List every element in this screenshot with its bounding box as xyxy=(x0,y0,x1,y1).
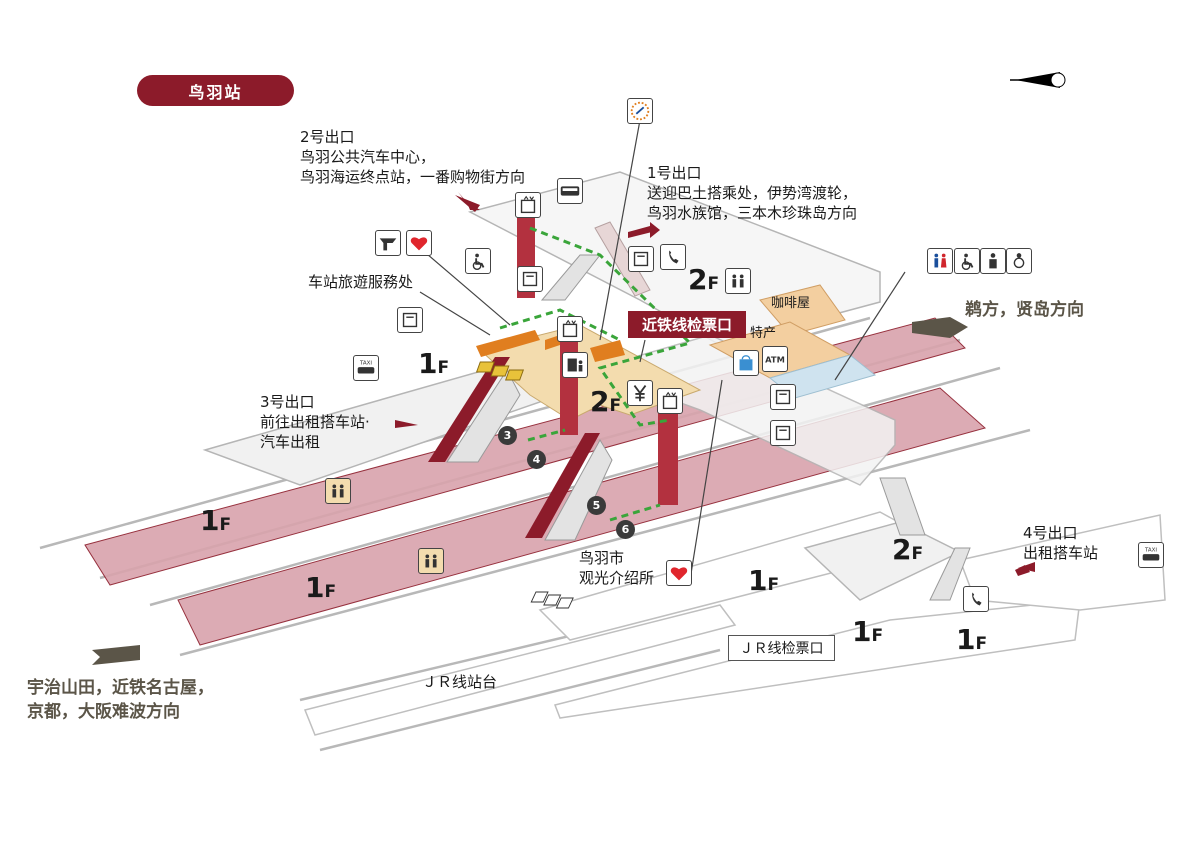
floor-2f-north: 2F xyxy=(688,263,720,296)
elevator-route xyxy=(499,226,693,522)
arrow-west xyxy=(92,645,140,665)
jr-platform xyxy=(303,604,737,736)
atm-icon: ATM xyxy=(762,346,788,372)
floor-1f-platform-upper: 1F xyxy=(200,504,232,537)
restroom-icon-platform-upper xyxy=(325,478,351,504)
exit-arrows xyxy=(395,192,1035,576)
wheelchair-icon-east xyxy=(954,248,980,274)
locker-icon-center xyxy=(517,266,543,292)
stairs-east xyxy=(879,477,971,601)
ticket-office-icon xyxy=(375,230,401,256)
floor-1f-jr: 1F xyxy=(748,564,780,597)
locker-icon-west xyxy=(397,307,423,333)
elevator-icon-center xyxy=(557,316,583,342)
stairs-exit1 xyxy=(594,221,651,297)
cafe-label: 咖啡屋 xyxy=(771,296,811,311)
leader-lines xyxy=(419,119,906,581)
tourist-info-icon xyxy=(627,98,653,124)
elevator-icon-south xyxy=(657,388,683,414)
marker-3: 3 xyxy=(498,426,517,445)
elevator-icon xyxy=(515,192,541,218)
jr-platform-label: ＪＲ线站台 xyxy=(422,673,498,691)
station-name: 鸟羽站 xyxy=(137,75,294,106)
baby-icon xyxy=(1006,248,1032,274)
cafe-area xyxy=(759,284,846,336)
restroom-icon-north xyxy=(725,268,751,294)
tourist-heart-icon xyxy=(666,560,692,586)
escalator-center xyxy=(525,433,613,541)
shopping-icon xyxy=(733,350,759,376)
exit3-label: 3号出口 前往出租搭车站· 汽车出租 xyxy=(260,393,370,451)
taxi-icon-east: TAXI xyxy=(1138,542,1164,568)
floor-2f-concourse: 2F xyxy=(590,385,622,418)
telephone-icon xyxy=(660,244,686,270)
escalator-west xyxy=(428,357,521,463)
restroom-icon-platform-lower xyxy=(418,548,444,574)
svg-text:TAXI: TAXI xyxy=(1144,547,1157,553)
direction-ugata: 鹈方，贤岛方向 xyxy=(965,300,1084,320)
info-counter xyxy=(590,340,625,362)
direction-ujiyamada: 宇治山田，近铁名古屋， 京都，大阪难波方向 xyxy=(27,678,214,722)
station-service-label: 车站旅遊服務处 xyxy=(308,273,414,291)
taxi-icon-west: TAXI xyxy=(353,355,379,381)
locker-icon-east xyxy=(770,384,796,410)
wheelchair-icon xyxy=(465,248,491,274)
service-counter xyxy=(476,330,540,357)
locker-icon-north xyxy=(628,246,654,272)
jr-gate-label: ＪＲ线检票口 xyxy=(728,635,835,661)
exit4-label: 4号出口 出租搭车站 xyxy=(1023,524,1099,562)
marker-4: 4 xyxy=(527,450,546,469)
tourist-info-label: 鸟羽市 观光介绍所 xyxy=(579,549,655,587)
service-counter-side xyxy=(545,335,560,350)
ostomate-icon xyxy=(980,248,1006,274)
svg-text:TAXI: TAXI xyxy=(359,360,372,366)
ticket-machine-icon xyxy=(562,352,588,378)
heart-info-icon xyxy=(406,230,432,256)
north-compass xyxy=(1010,72,1066,88)
atm-text: ATM xyxy=(765,355,785,365)
exit2-label: 2号出口 鸟羽公共汽车中心， 鸟羽海运终点站，一番购物街方向 xyxy=(300,128,526,186)
marker-6: 6 xyxy=(616,520,635,539)
floor-1f-exit4: 1F xyxy=(956,623,988,656)
bus-icon xyxy=(557,178,583,204)
floor-1f-jr-gate: 1F xyxy=(852,615,884,648)
floor-1f-exit3: 1F xyxy=(418,347,450,380)
telephone-icon-east xyxy=(963,586,989,612)
exit1-label: 1号出口 送迎巴土搭乘处，伊势湾渡轮， 鸟羽水族馆，三本木珍珠岛方向 xyxy=(647,164,858,222)
arrow-east xyxy=(912,317,968,338)
locker-icon-southeast xyxy=(770,420,796,446)
souvenir-label: 特产 xyxy=(750,326,777,341)
floor-1f-platform-lower: 1F xyxy=(305,571,337,604)
floor-2f-east: 2F xyxy=(892,533,924,566)
marker-5: 5 xyxy=(587,496,606,515)
kintetsu-gate-machines xyxy=(475,361,525,381)
restroom-icon xyxy=(927,248,953,274)
jr-gate-machines xyxy=(530,591,574,609)
kintetsu-gate-label: 近铁线检票口 xyxy=(628,311,746,338)
yen-icon xyxy=(627,380,653,406)
elevator-shaft-south xyxy=(658,410,678,505)
